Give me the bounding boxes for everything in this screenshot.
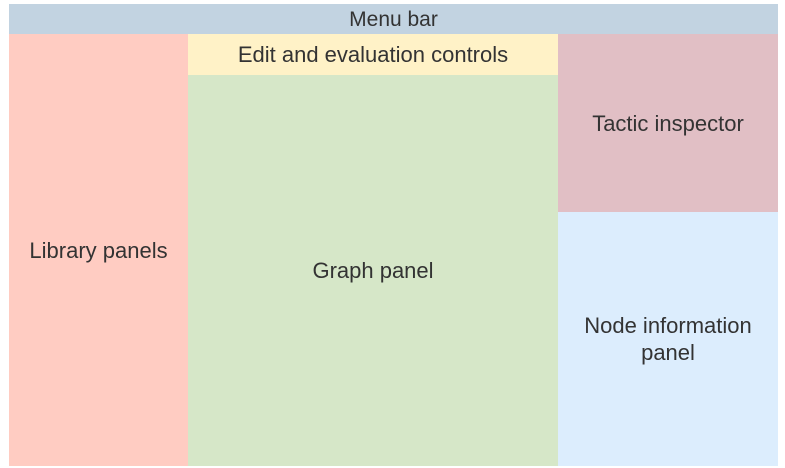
graph-panel-label: Graph panel — [312, 258, 434, 283]
tactic-inspector-region: Tactic inspector — [558, 34, 778, 212]
node-information-panel-region: Node information panel — [558, 212, 778, 466]
edit-controls-region: Edit and evaluation controls — [188, 34, 558, 75]
library-panels-label: Library panels — [29, 237, 168, 263]
graph-panel-region: Graph panel — [188, 75, 558, 466]
tactic-inspector-label: Tactic inspector — [592, 110, 744, 136]
node-information-panel-label: Node information panel — [584, 313, 752, 365]
edit-controls-label: Edit and evaluation controls — [237, 42, 509, 67]
menu-bar-region: Menu bar — [9, 4, 778, 34]
library-panels-region: Library panels — [9, 34, 188, 466]
menu-bar-label: Menu bar — [349, 7, 438, 31]
